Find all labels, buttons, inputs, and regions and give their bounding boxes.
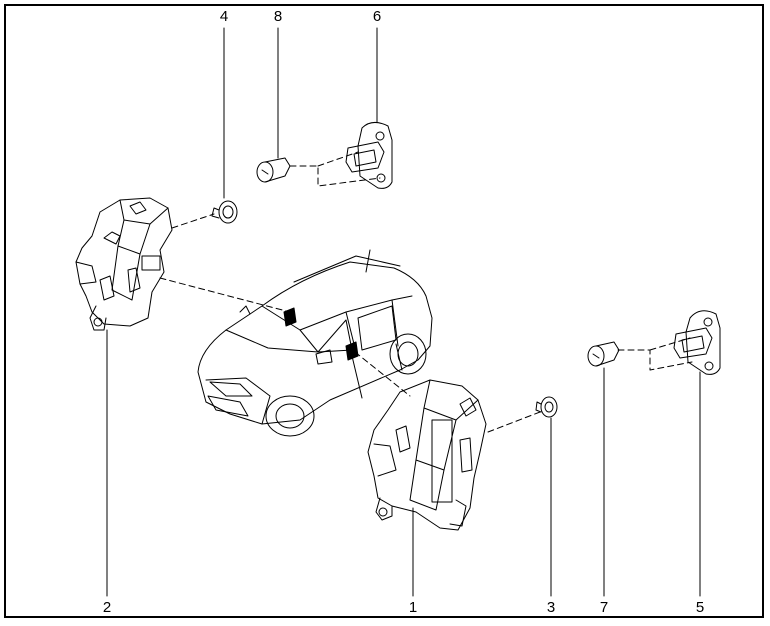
dash-car-to-1 (354, 351, 411, 397)
striker-5 (673, 310, 721, 375)
callout-7: 7 (599, 599, 609, 616)
dash-8-to-6b (317, 151, 359, 167)
callout-4: 4 (219, 8, 229, 25)
bolt-4 (211, 200, 238, 224)
dash-2-to-4 (171, 213, 215, 229)
callout-8: 8 (273, 8, 283, 25)
car-illustration (197, 249, 433, 437)
bolt-8 (256, 157, 291, 183)
diagram-frame (4, 4, 764, 618)
dash-1-to-3 (487, 411, 541, 433)
lock-2 (75, 197, 173, 331)
bolt-3 (535, 396, 558, 418)
dash-2-to-car (159, 277, 291, 313)
dash-7-to-5 (617, 349, 693, 371)
callout-1: 1 (408, 599, 418, 616)
dash-8-to-6 (289, 165, 381, 187)
callout-6: 6 (372, 8, 382, 25)
assembly-lines (159, 151, 693, 433)
leader-lines (106, 27, 701, 597)
striker-6 (345, 122, 393, 189)
bolt-7 (587, 341, 620, 367)
callout-2: 2 (102, 599, 112, 616)
callout-3: 3 (546, 599, 556, 616)
callout-5: 5 (695, 599, 705, 616)
lock-1 (367, 379, 487, 531)
